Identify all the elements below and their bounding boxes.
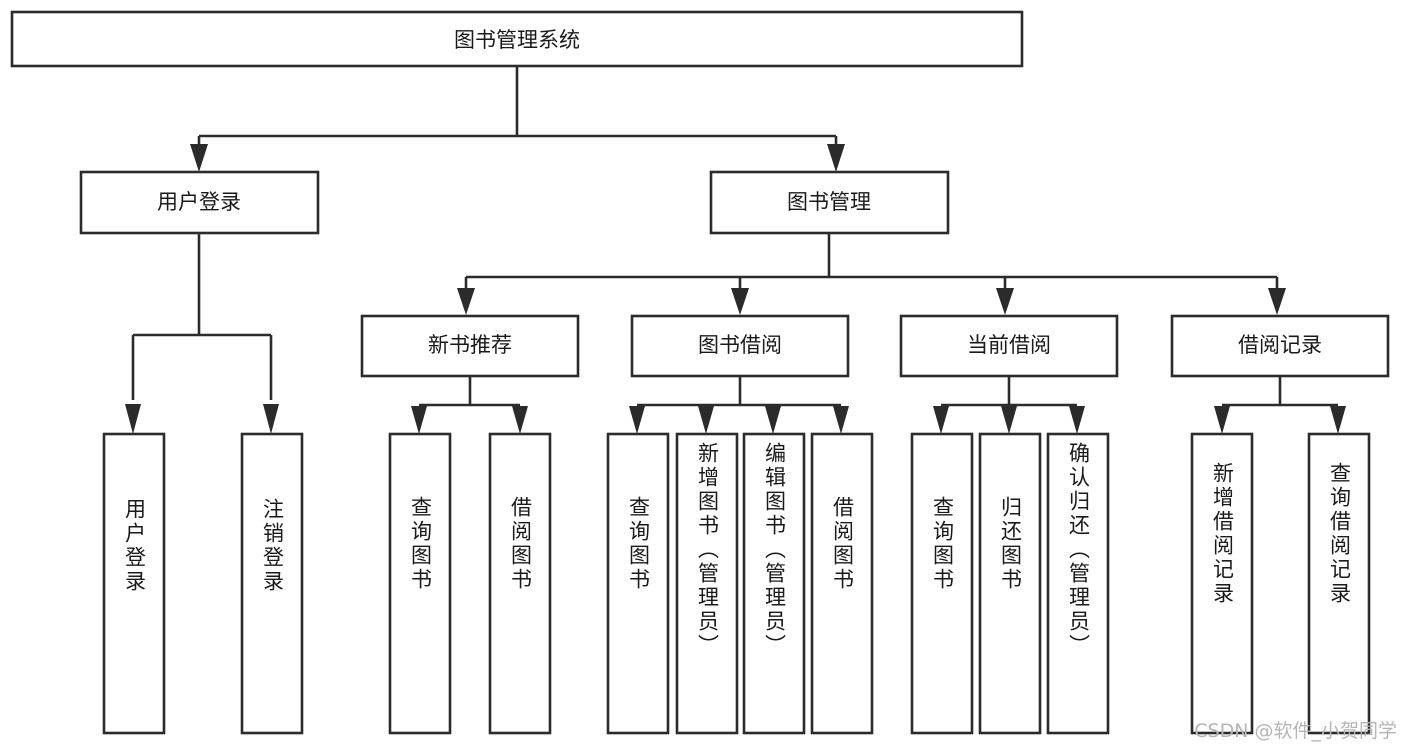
edge-layer [125,66,1346,434]
node-new-book-recommend-box[interactable] [360,314,580,378]
arrow-head-leaf-confirm-return [1069,406,1085,434]
arrow-head-leaf-query-book-3 [933,406,949,434]
node-leaf-logout-login-box[interactable] [240,432,304,735]
node-leaf-borrow-book-1-box[interactable] [488,432,552,735]
node-leaf-query-book-2-box[interactable] [606,432,670,735]
node-book-borrow-box[interactable] [630,314,850,378]
node-root-box[interactable] [10,10,1024,68]
node-new-book-recommend-label: 新书推荐 [428,333,512,357]
node-book-management-box[interactable] [709,170,950,235]
arrow-head-borrow-record [1268,288,1286,315]
node-user-login-label: 用户登录 [157,190,241,214]
node-leaf-borrow-book-2-box[interactable] [810,432,874,735]
arrow-head-leaf-query-record [1330,406,1346,434]
node-leaf-confirm-return-box[interactable] [1046,432,1110,735]
node-leaf-return-book-box[interactable] [978,432,1042,735]
arrow-head-book-borrow [731,288,749,315]
node-current-borrow-box[interactable] [899,314,1119,378]
node-book-management-label: 图书管理 [787,190,871,214]
arrow-head-leaf-add-book [698,406,714,434]
node-current-borrow-label: 当前借阅 [967,333,1051,357]
arrow-head-leaf-edit-book [765,406,781,434]
arrow-head-leaf-return-book [1001,406,1017,434]
node-leaf-user-login-box[interactable] [102,432,166,735]
node-leaf-query-book-1-box[interactable] [388,432,452,735]
arrow-head-leaf-logout-login [263,404,279,434]
arrow-head-leaf-user-login [125,404,141,434]
node-leaf-edit-book-box[interactable] [742,432,806,735]
arrow-head-leaf-query-book-1 [411,406,427,434]
arrow-head-leaf-borrow-book-2 [833,406,849,434]
arrow-head-leaf-borrow-book-1 [512,406,528,434]
node-leaf-query-record-box[interactable] [1307,432,1371,735]
arrow-head-user-login [190,144,208,172]
node-book-borrow-label: 图书借阅 [698,333,782,357]
arrow-head-leaf-query-book-2 [629,406,645,434]
arrow-head-book-management [827,144,845,172]
node-leaf-add-record-box[interactable] [1190,432,1254,735]
node-leaf-add-book-box[interactable] [675,432,739,735]
arrow-head-new-book-recommend [457,288,475,315]
arrow-head-current-borrow [996,288,1014,315]
arrow-head-leaf-add-record [1214,406,1230,434]
node-borrow-record-box[interactable] [1170,314,1390,378]
node-root-label: 图书管理系统 [454,28,580,52]
node-user-login-box[interactable] [79,170,320,235]
node-borrow-record-label: 借阅记录 [1238,333,1322,357]
node-layer: 图书管理系统 用户登录 图书管理 新书推荐 图书借阅 当前借阅 借阅记录 [10,10,1390,735]
node-leaf-query-book-3-box[interactable] [910,432,974,735]
